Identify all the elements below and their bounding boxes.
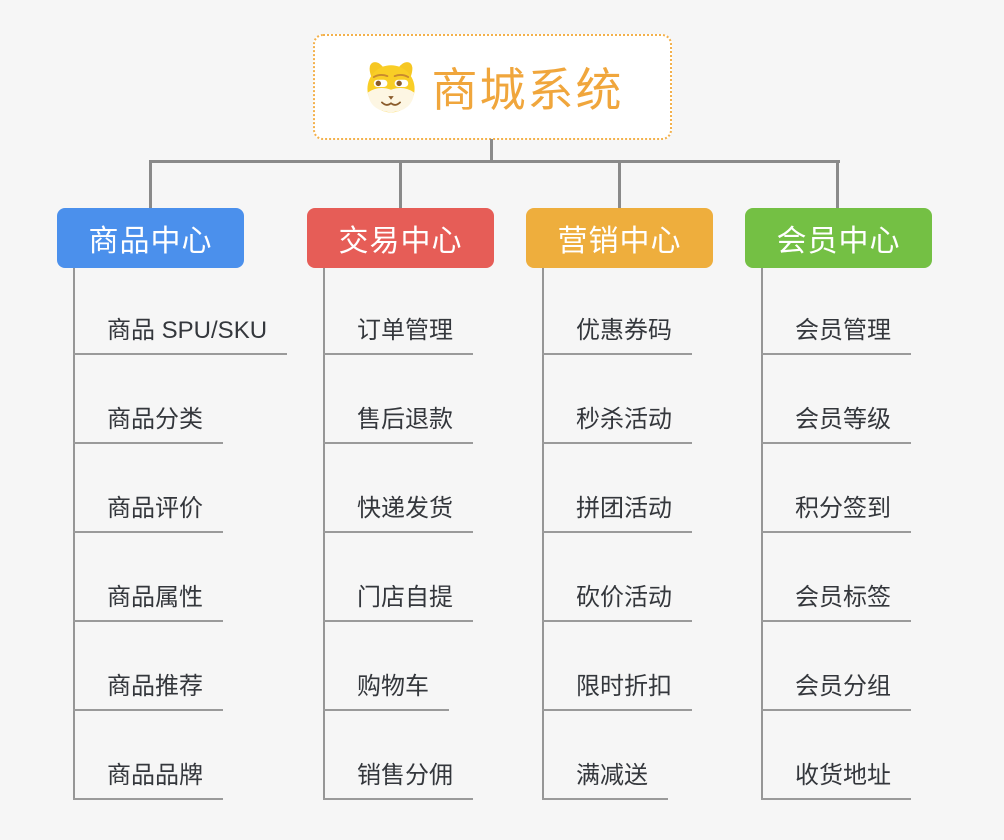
leaf-node[interactable]: 优惠券码: [542, 310, 692, 355]
leaf-node[interactable]: 满减送: [542, 755, 668, 800]
connector-bus: [149, 160, 840, 163]
branch-items-product-center: 商品 SPU/SKU 商品分类 商品评价 商品属性 商品推荐 商品品牌: [73, 268, 288, 800]
leaf-node[interactable]: 商品品牌: [73, 755, 223, 800]
connector-drop-2: [399, 160, 402, 208]
leaf-node[interactable]: 会员标签: [761, 577, 911, 622]
leaf-node[interactable]: 会员管理: [761, 310, 911, 355]
leaf-node[interactable]: 快递发货: [323, 488, 473, 533]
root-node[interactable]: 商城系统: [313, 34, 672, 140]
connector-drop-3: [618, 160, 621, 208]
connector-root-stub: [490, 139, 493, 163]
branch-trunk-2: [323, 268, 325, 800]
shiba-dog-icon: [366, 62, 415, 113]
branch-items-member-center: 会员管理 会员等级 积分签到 会员标签 会员分组 收货地址: [761, 268, 911, 800]
leaf-node[interactable]: 商品 SPU/SKU: [73, 310, 288, 355]
leaf-node[interactable]: 限时折扣: [542, 666, 692, 711]
leaf-node[interactable]: 商品推荐: [73, 666, 223, 711]
branch-node-trade-center[interactable]: 交易中心: [307, 208, 494, 268]
branch-trunk-4: [761, 268, 763, 800]
leaf-node[interactable]: 秒杀活动: [542, 399, 692, 444]
leaf-node[interactable]: 砍价活动: [542, 577, 692, 622]
branch-items-marketing-center: 优惠券码 秒杀活动 拼团活动 砍价活动 限时折扣 满减送: [542, 268, 692, 800]
connector-drop-4: [836, 160, 839, 208]
branch-node-member-center[interactable]: 会员中心: [745, 208, 932, 268]
root-title: 商城系统: [431, 64, 624, 116]
connector-drop-1: [149, 160, 152, 208]
branch-trunk-3: [542, 268, 544, 800]
branch-items-trade-center: 订单管理 售后退款 快递发货 门店自提 购物车 销售分佣: [323, 268, 473, 800]
leaf-node[interactable]: 商品评价: [73, 488, 223, 533]
leaf-node[interactable]: 购物车: [323, 666, 449, 711]
leaf-node[interactable]: 会员等级: [761, 399, 911, 444]
leaf-node[interactable]: 积分签到: [761, 488, 911, 533]
leaf-node[interactable]: 销售分佣: [323, 755, 473, 800]
branch-node-marketing-center[interactable]: 营销中心: [526, 208, 713, 268]
leaf-node[interactable]: 门店自提: [323, 577, 473, 622]
leaf-node[interactable]: 商品属性: [73, 577, 223, 622]
leaf-node[interactable]: 商品分类: [73, 399, 223, 444]
branch-trunk-1: [73, 268, 75, 800]
branch-node-product-center[interactable]: 商品中心: [57, 208, 244, 268]
leaf-node[interactable]: 收货地址: [761, 755, 911, 800]
leaf-node[interactable]: 订单管理: [323, 310, 473, 355]
leaf-node[interactable]: 会员分组: [761, 666, 911, 711]
leaf-node[interactable]: 拼团活动: [542, 488, 692, 533]
leaf-node[interactable]: 售后退款: [323, 399, 473, 444]
